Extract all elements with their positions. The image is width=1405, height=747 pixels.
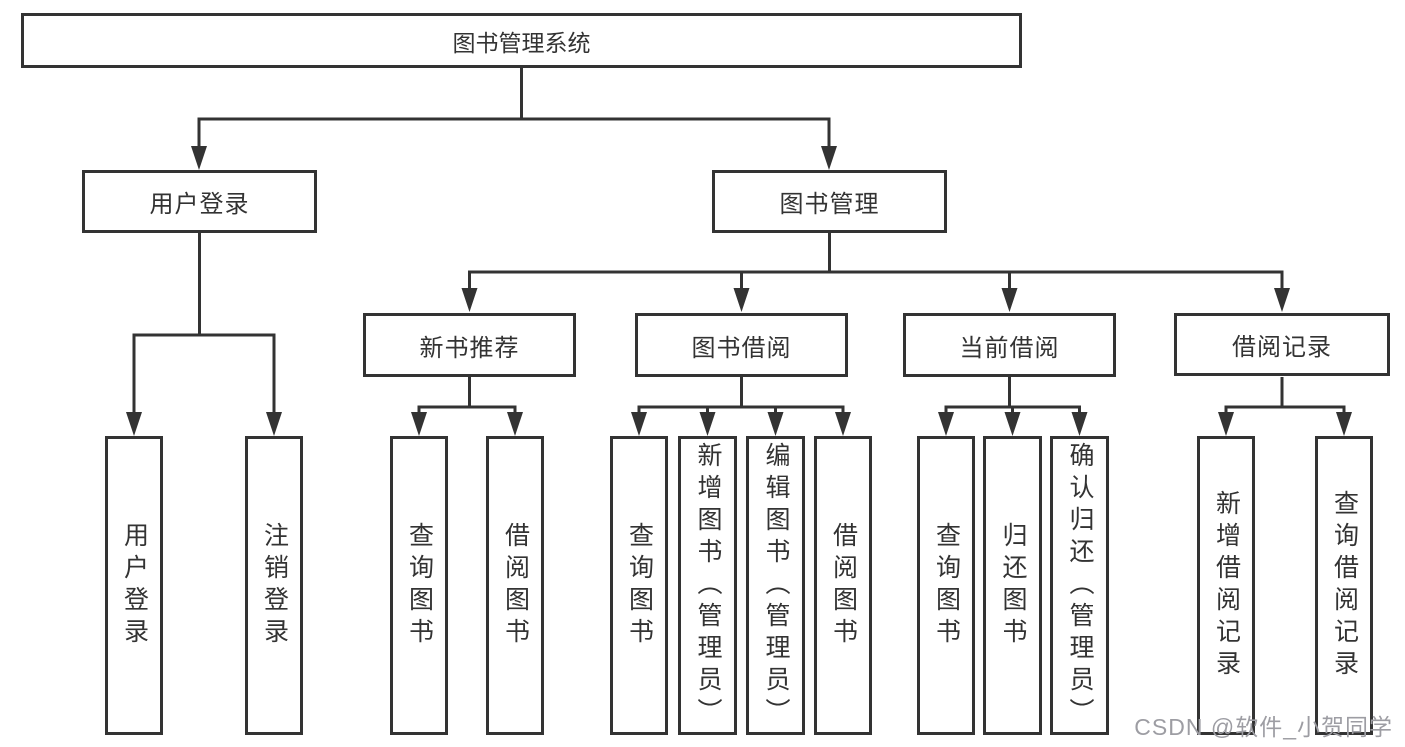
arrowhead-icon (938, 412, 954, 436)
arrowhead-icon (126, 412, 142, 436)
node-leaf-borrow-borrow-books: 借阅图书 (814, 436, 872, 735)
arrowhead-icon (733, 288, 750, 312)
node-leaf-borrow-edit-books: 编辑图书（管理员） (746, 436, 805, 735)
node-leaf-borrow-add-books: 新增图书（管理员） (678, 436, 737, 735)
csdn-watermark: CSDN @软件_小贺同学 (1134, 714, 1393, 740)
arrowhead-icon (631, 412, 647, 436)
node-book-management: 图书管理 (712, 170, 947, 233)
node-leaf-current-confirm-return: 确认归还（管理员） (1050, 436, 1109, 735)
connector-book-management-to-level3 (461, 233, 1290, 312)
arrowhead-icon (1004, 412, 1021, 436)
connector-current-to-leaves (938, 377, 1088, 436)
node-current-borrow: 当前借阅 (903, 313, 1116, 377)
arrowhead-icon (1218, 412, 1234, 436)
arrowhead-icon (1336, 412, 1352, 436)
node-leaf-logout: 注销登录 (245, 436, 303, 735)
node-leaf-recommend-query-books: 查询图书 (390, 436, 448, 735)
node-leaf-records-query-record: 查询借阅记录 (1315, 436, 1373, 735)
node-leaf-records-add-record: 新增借阅记录 (1197, 436, 1255, 735)
arrowhead-icon (1001, 288, 1018, 312)
node-leaf-user-login: 用户登录 (105, 436, 163, 735)
arrowhead-icon (266, 412, 282, 436)
arrowhead-icon (461, 288, 478, 312)
arrowhead-icon (411, 412, 427, 436)
arrowhead-icon (1274, 288, 1290, 312)
arrowhead-icon (1071, 412, 1088, 436)
node-root: 图书管理系统 (21, 13, 1022, 68)
connector-recommend-to-leaves (411, 377, 523, 436)
arrowhead-icon (835, 412, 851, 436)
node-leaf-current-return-books: 归还图书 (983, 436, 1042, 735)
connector-user-login-to-leaves (126, 233, 282, 436)
arrowhead-icon (191, 146, 207, 170)
node-user-login: 用户登录 (82, 170, 317, 233)
connector-borrow-to-leaves (631, 377, 851, 436)
arrowhead-icon (699, 412, 716, 436)
arrowhead-icon (821, 146, 837, 170)
node-borrow-records: 借阅记录 (1174, 313, 1390, 376)
node-leaf-borrow-query-books: 查询图书 (610, 436, 668, 735)
connector-root-to-level2 (191, 68, 837, 170)
node-leaf-recommend-borrow-books: 借阅图书 (486, 436, 544, 735)
node-leaf-current-query-books: 查询图书 (917, 436, 975, 735)
arrowhead-icon (767, 412, 784, 436)
node-new-book-recommend: 新书推荐 (363, 313, 576, 377)
node-book-borrow: 图书借阅 (635, 313, 848, 377)
arrowhead-icon (507, 412, 523, 436)
connector-records-to-leaves (1218, 377, 1352, 436)
